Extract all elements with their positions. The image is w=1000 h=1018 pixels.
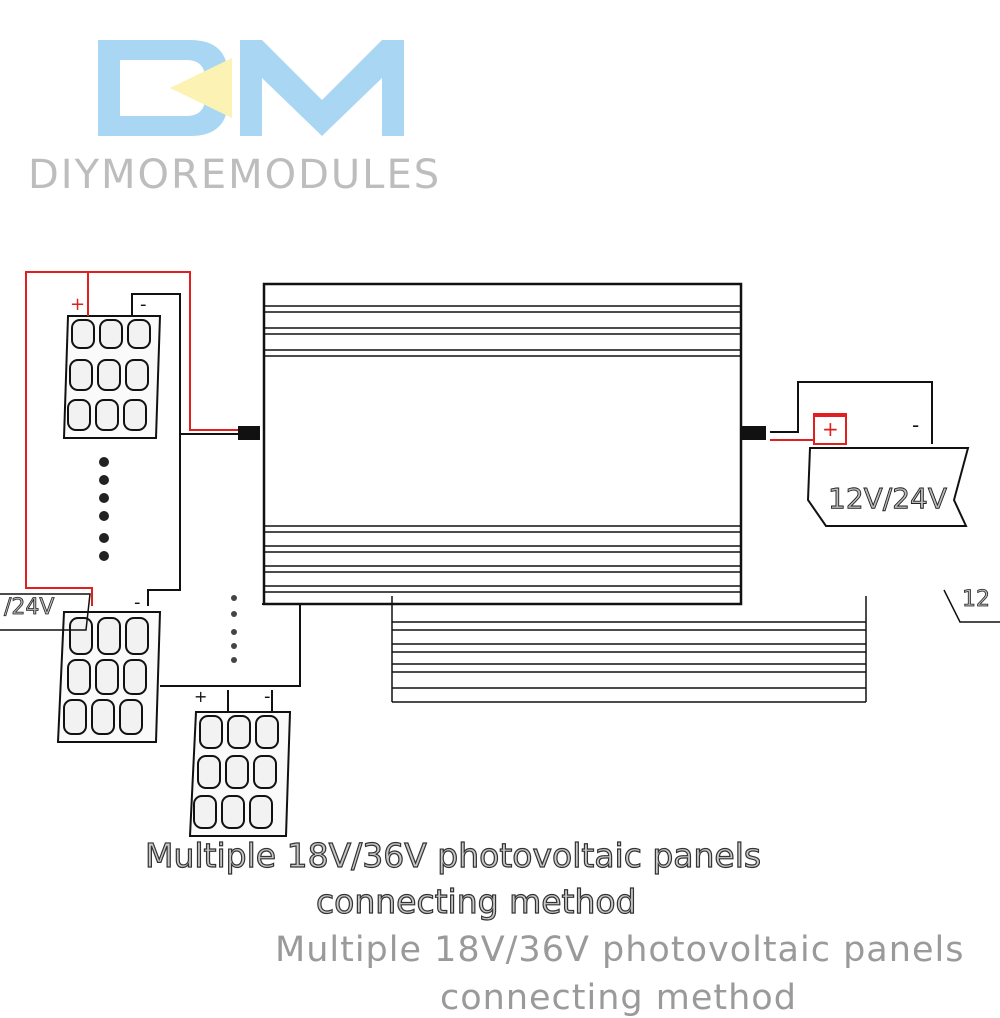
brand-name: DIYMOREMODULES bbox=[28, 152, 442, 198]
panel-top-plus-label: + bbox=[70, 294, 85, 315]
battery: + - 12V/24V bbox=[806, 413, 970, 527]
ghost-caption-line-1: Multiple 18V/36V photovoltaic panels bbox=[275, 930, 965, 970]
battery-voltage-label: 12V/24V bbox=[828, 482, 947, 515]
logo-letter-d bbox=[98, 40, 228, 136]
panel-bottom-plus-label: + bbox=[194, 687, 207, 706]
controller-body bbox=[262, 282, 867, 703]
solar-panel-top: + - bbox=[62, 294, 162, 439]
battery-plus-label: + bbox=[822, 417, 839, 441]
solar-panel-middle: - bbox=[56, 592, 162, 743]
brand-logo bbox=[98, 40, 404, 136]
output-connector bbox=[742, 426, 766, 440]
panel-middle-minus-label: - bbox=[134, 592, 141, 613]
input-connector bbox=[238, 426, 260, 440]
left-battery-label: /24V bbox=[4, 595, 54, 620]
panel-bottom-minus-label: - bbox=[264, 686, 271, 707]
solar-panel-bottom: + - bbox=[188, 686, 292, 837]
caption-line-1: Multiple 18V/36V photovoltaic panels bbox=[144, 835, 762, 875]
caption-line-2: connecting method bbox=[315, 881, 637, 921]
logo-wedge bbox=[170, 58, 232, 118]
panel-top-minus-label: - bbox=[140, 294, 147, 315]
ghost-caption-line-2: connecting method bbox=[440, 978, 797, 1018]
continuation-dots-left bbox=[99, 457, 109, 561]
right-battery-cropped: 12 bbox=[943, 587, 1000, 623]
battery-minus-label: - bbox=[912, 413, 919, 437]
continuation-dots-right bbox=[231, 595, 237, 663]
logo-letter-m bbox=[240, 40, 404, 136]
right-battery-label: 12 bbox=[962, 587, 990, 612]
left-battery-cropped: /24V bbox=[0, 593, 91, 631]
